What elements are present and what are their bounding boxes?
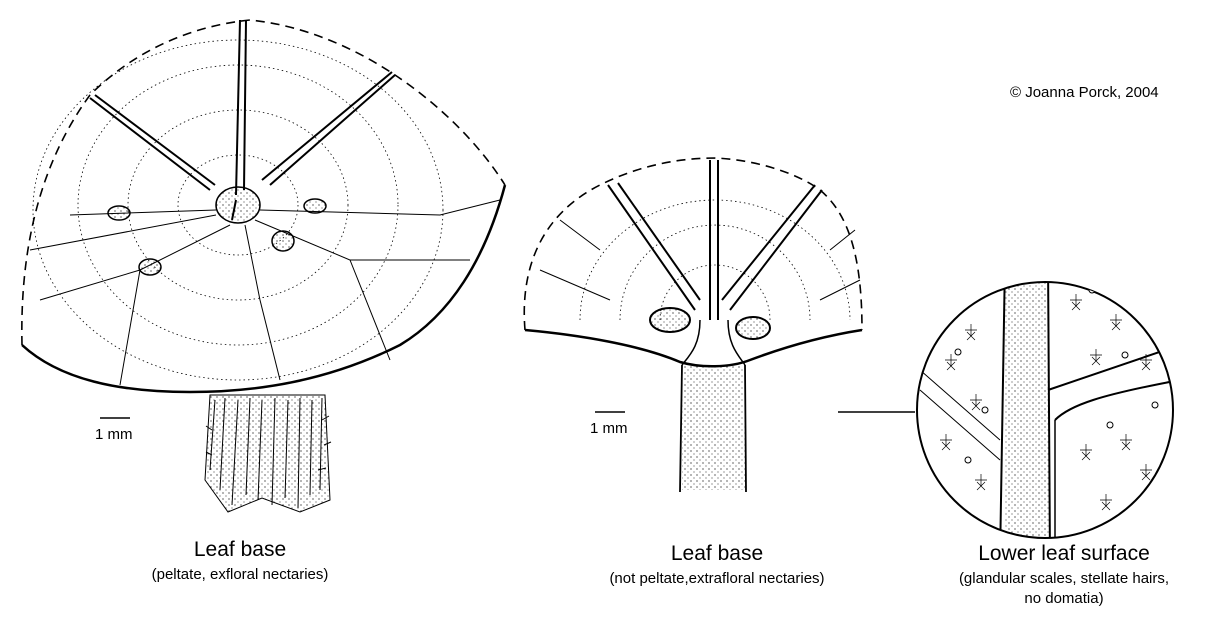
hairy-petiole: [204, 394, 332, 513]
panel-3-subtitle-line-2: no domatia): [1024, 590, 1104, 607]
leaf-outline-dashed: [523, 157, 863, 331]
leaf-margin: [524, 328, 863, 368]
panel-1-title: Leaf base: [193, 538, 287, 561]
leaf-margin: [21, 184, 507, 394]
scale-label-panel-1: 1 mm: [95, 426, 133, 443]
nectaries: [107, 198, 327, 276]
panel-2-subtitle: (not peltate,extrafloral nectaries): [609, 570, 825, 587]
leaf-base-peltate-drawing: [21, 19, 507, 513]
main-veins: [89, 19, 396, 221]
lower-leaf-surface-drawing: [838, 281, 1174, 539]
main-veins: [607, 160, 823, 320]
copyright-notice: © Joanna Porck, 2004: [1010, 84, 1159, 101]
petiole: [679, 364, 747, 493]
leaf-base-not-peltate-drawing: [523, 157, 863, 493]
panel-2-title: Leaf base: [670, 542, 764, 565]
panel-3-subtitle-line-1: (glandular scales, stellate hairs,: [958, 570, 1170, 587]
leaf-outline-dashed: [21, 19, 506, 346]
petiole-insertion: [215, 186, 261, 224]
panel-3-title: Lower leaf surface: [978, 542, 1150, 565]
nectaries: [649, 307, 771, 340]
panel-1-subtitle: (peltate, exfloral nectaries): [151, 566, 329, 583]
scale-label-panel-2: 1 mm: [590, 420, 628, 437]
